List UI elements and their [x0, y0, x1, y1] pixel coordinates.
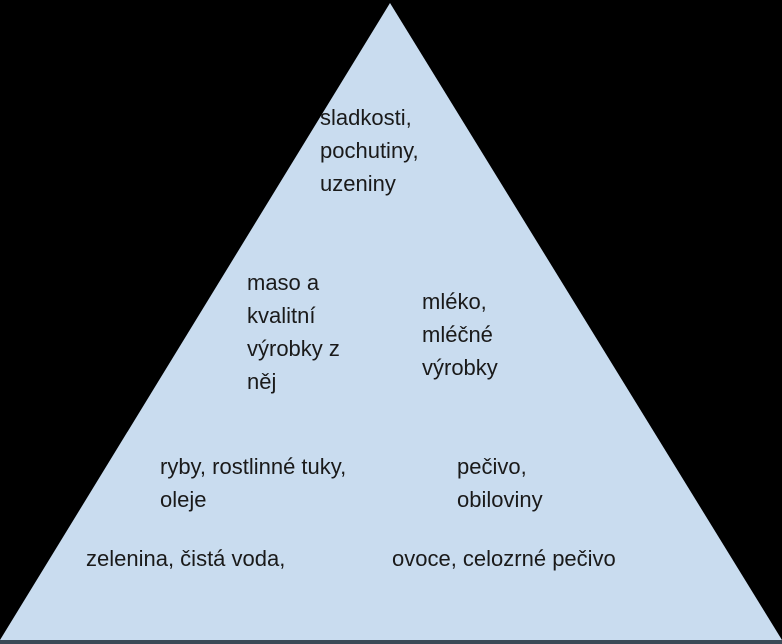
label-sweets: sladkosti, pochutiny, uzeniny [320, 105, 419, 196]
label-fish-oils: ryby, rostlinné tuky, oleje [160, 454, 347, 512]
pyramid-shape [0, 3, 782, 640]
label-dairy: mléko, mléčné výrobky [422, 289, 498, 380]
label-fruit-wholegrain: ovoce, celozrné pečivo [392, 546, 616, 571]
label-meat: maso a kvalitní výrobky z něj [247, 270, 340, 394]
base-line [0, 640, 782, 644]
label-vegetables-water: zelenina, čistá voda, [86, 546, 286, 571]
label-bakery-cereals: pečivo, obiloviny [457, 454, 543, 512]
